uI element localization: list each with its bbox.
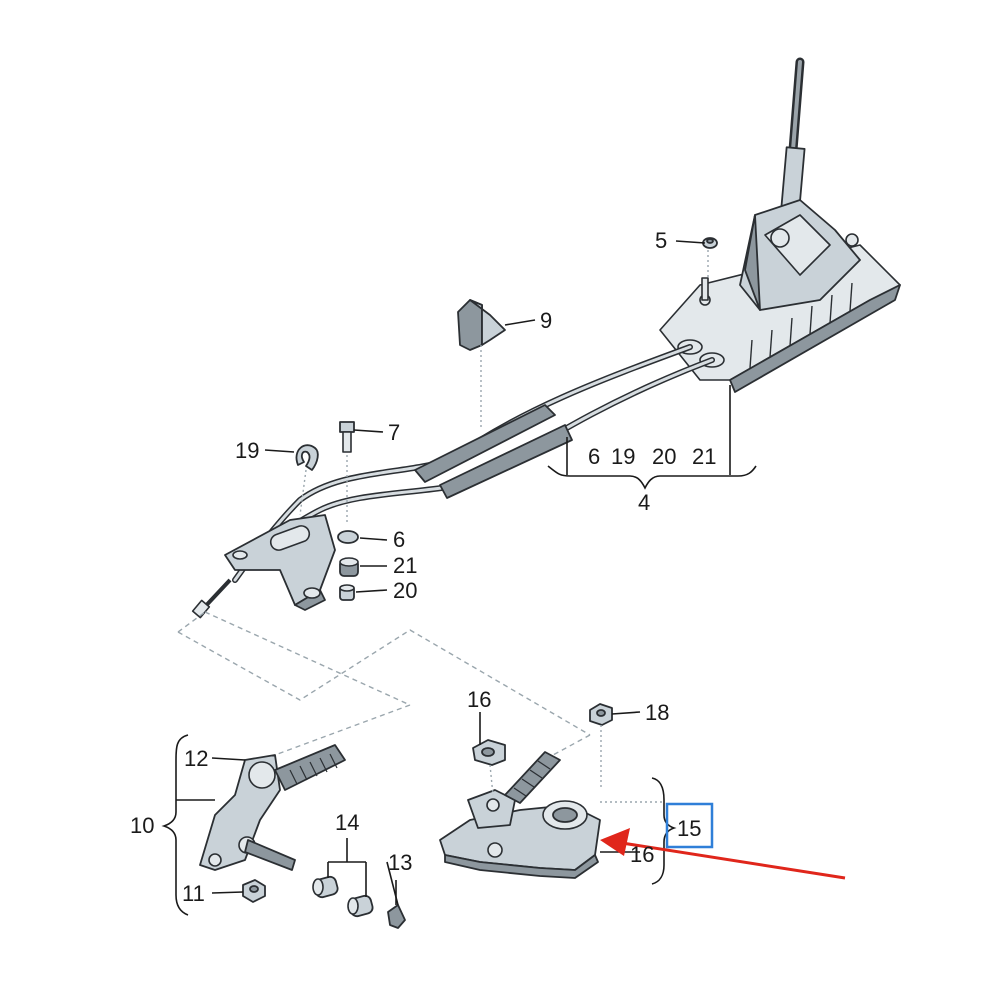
label-20: 20 <box>393 578 417 603</box>
part-14-bushings <box>312 875 374 918</box>
part-16-clip <box>472 739 506 766</box>
label-9: 9 <box>540 308 552 333</box>
assembly-guide-lines <box>177 250 709 803</box>
label-4: 4 <box>638 490 650 515</box>
part-7-bolt <box>339 421 355 453</box>
label-12: 12 <box>184 746 208 771</box>
gear-shifter-assembly <box>659 57 901 393</box>
part-6-washer <box>337 530 359 544</box>
part-20-cap <box>339 584 355 601</box>
label-14: 14 <box>335 810 359 835</box>
part-13-clip <box>387 904 406 929</box>
label-16: 16 <box>467 687 491 712</box>
group-label-20: 20 <box>652 444 676 469</box>
cable-bracket <box>224 514 336 611</box>
part-15-highlight-box <box>665 802 714 849</box>
shift-cables <box>191 344 715 619</box>
label-10: 10 <box>130 813 154 838</box>
label-6: 6 <box>393 527 405 552</box>
label-16-lower: 16 <box>630 842 654 867</box>
selector-lever-assembly <box>199 744 346 903</box>
label-21: 21 <box>393 553 417 578</box>
part-21-grommet <box>339 557 359 577</box>
group-label-6: 6 <box>588 444 600 469</box>
group-label-21: 21 <box>692 444 716 469</box>
label-18: 18 <box>645 700 669 725</box>
label-5: 5 <box>655 228 667 253</box>
label-7: 7 <box>388 420 400 445</box>
red-pointer-arrow <box>600 828 846 880</box>
part-19-clip <box>295 444 319 471</box>
group-label-19: 19 <box>611 444 635 469</box>
label-11: 11 <box>182 881 205 906</box>
part-9-clip <box>457 299 506 351</box>
part-15-lever-assembly <box>439 751 601 879</box>
leader-lines <box>161 240 757 916</box>
label-15: 15 <box>677 816 701 841</box>
label-19: 19 <box>235 438 259 463</box>
label-13: 13 <box>388 850 412 875</box>
part-18-nut <box>589 703 613 726</box>
part-5-nut <box>702 237 718 249</box>
